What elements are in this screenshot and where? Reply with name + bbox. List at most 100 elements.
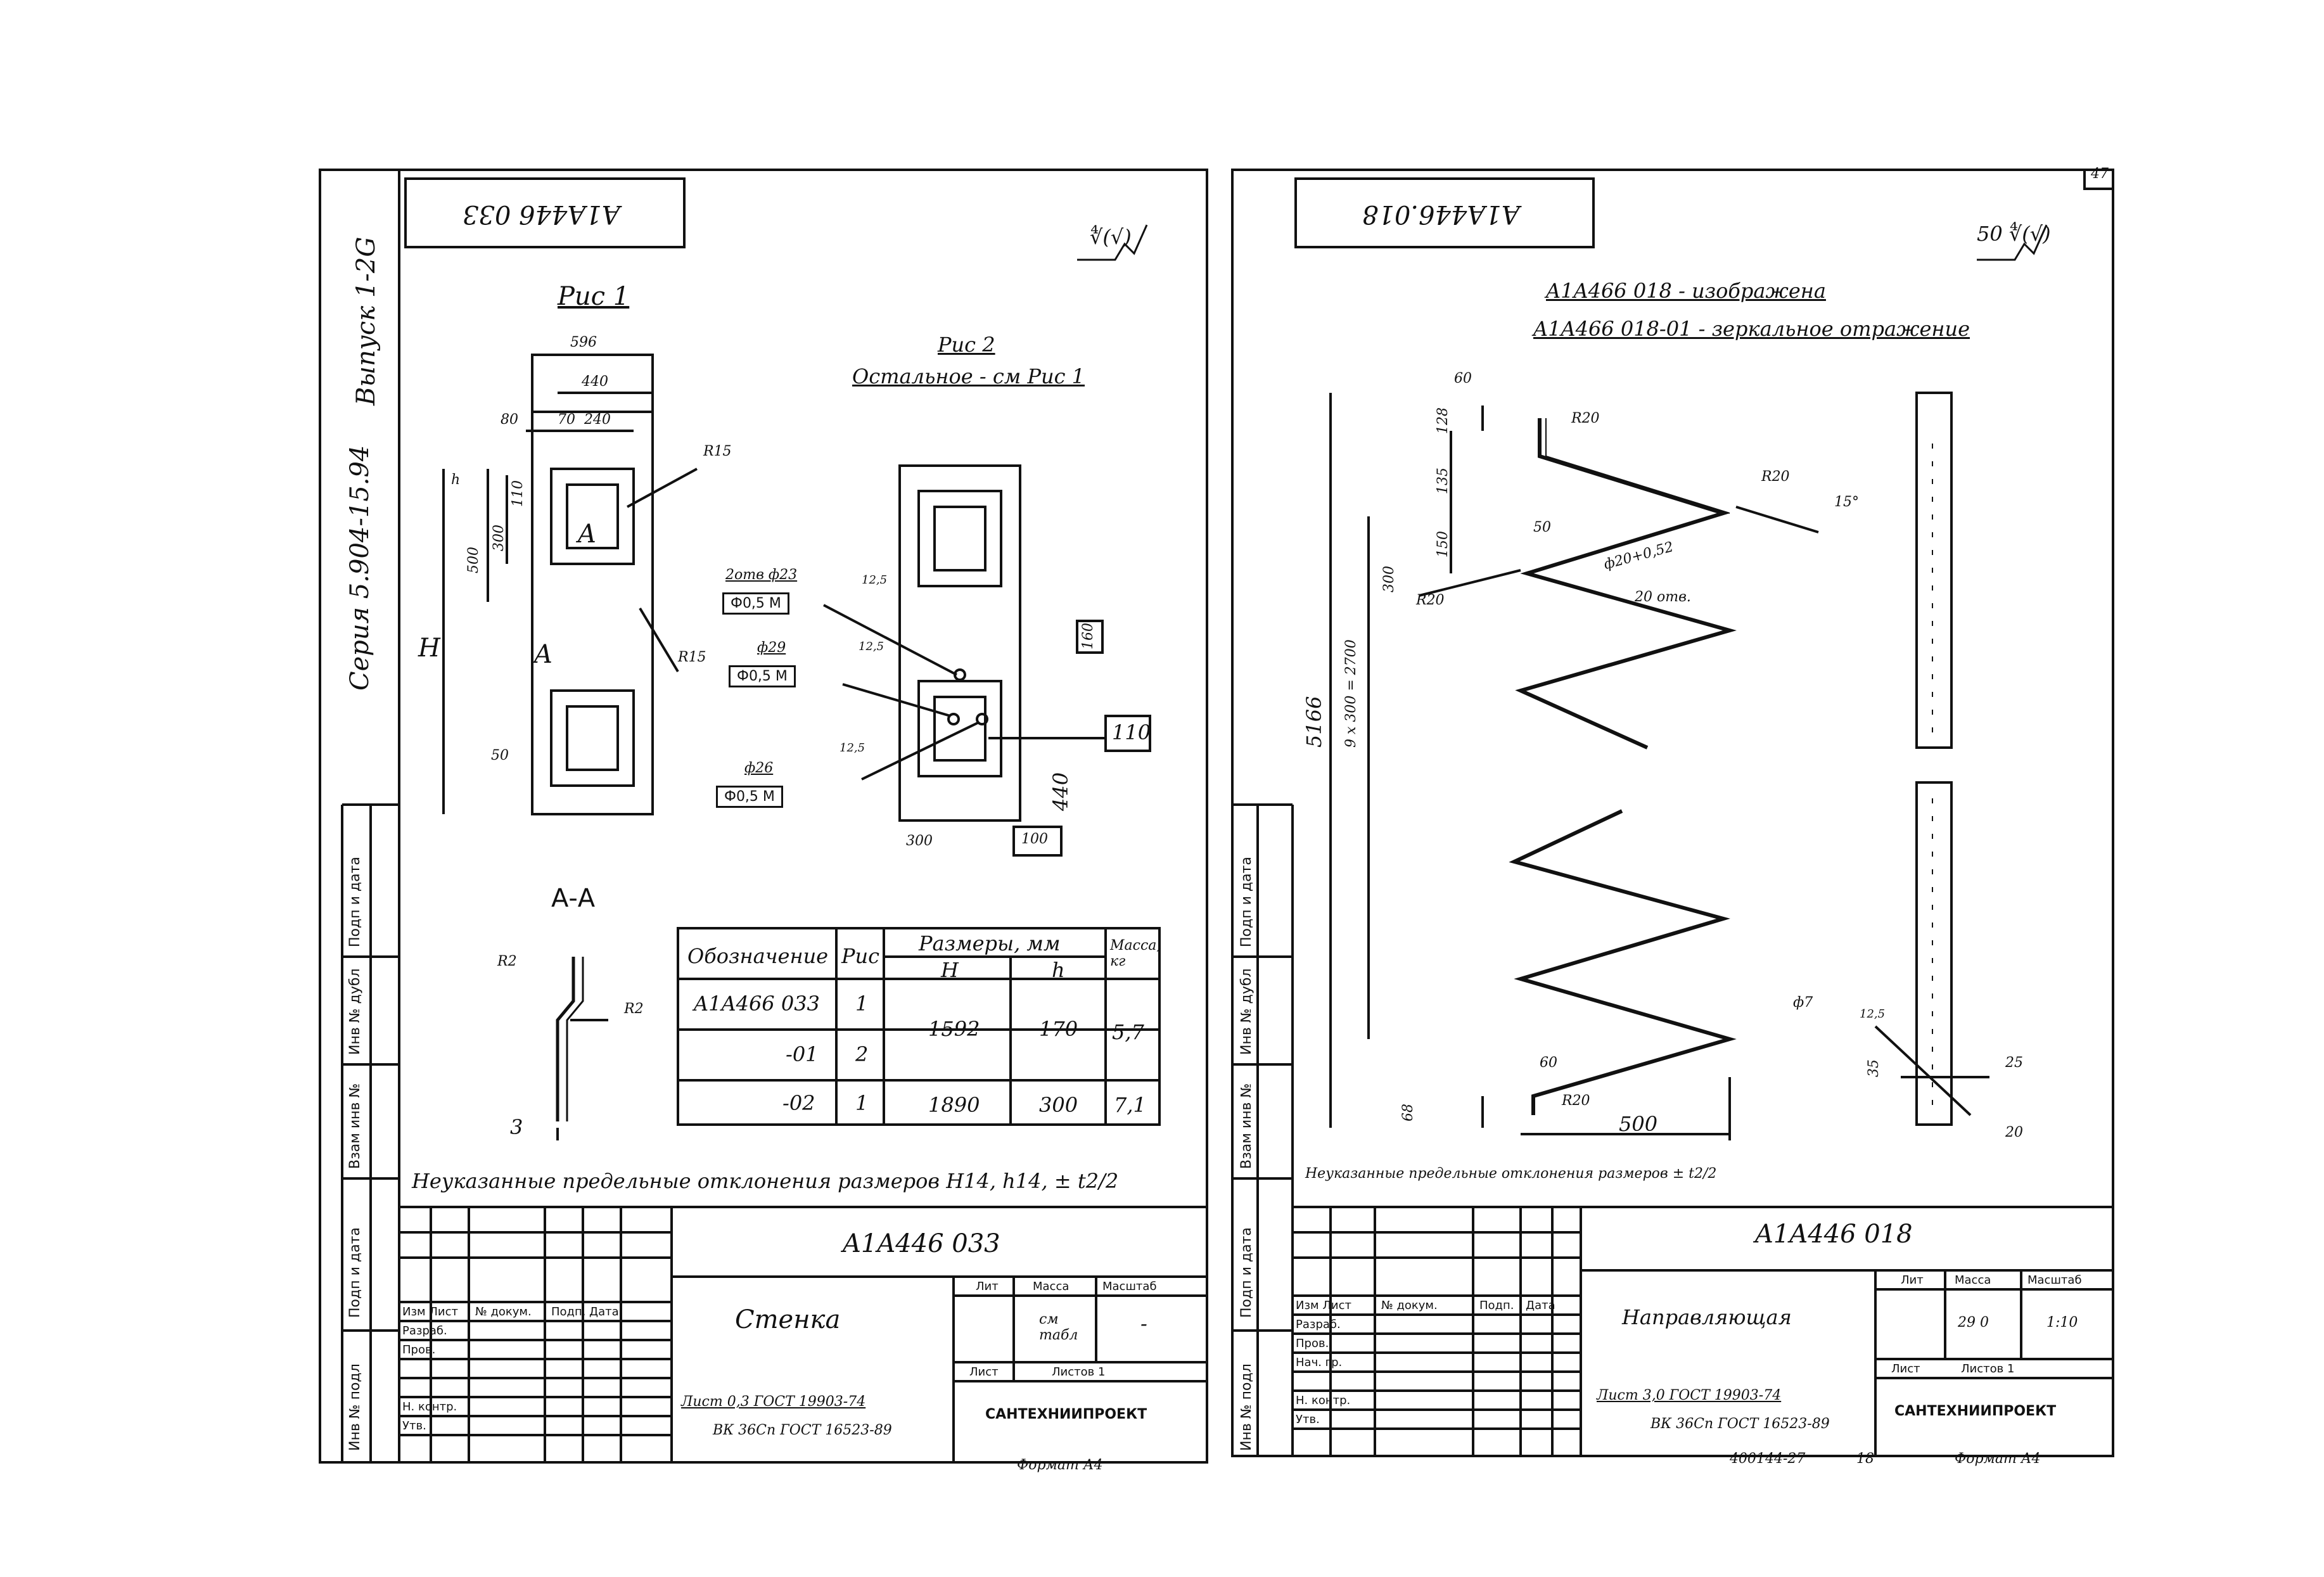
r-dim-15deg: 15° (1834, 494, 1859, 510)
right-tb-lit: Лит (1901, 1274, 1924, 1287)
left-tb-row-4: Н. контр. (402, 1400, 457, 1414)
dim-80: 80 (501, 412, 518, 428)
right-tb-bottom-num: 18 (1856, 1451, 1874, 1467)
table-sub-H: H (941, 958, 959, 982)
fig2-note: Остальное - см Рис 1 (852, 364, 1085, 388)
r-dim-50: 50 (1533, 520, 1551, 535)
table-row-2-designation: -01 (786, 1042, 819, 1066)
right-tb-row-6: Утв. (1296, 1413, 1320, 1426)
right-tb-col-2: Подп. (1479, 1299, 1514, 1312)
left-tb-scale-val: - (1140, 1312, 1147, 1336)
dim-A-cut: A (534, 640, 552, 669)
dim-r1: 12,5 (862, 573, 888, 587)
right-tb-scale-val: 1:10 (2046, 1315, 2078, 1331)
right-tb-col-1: № докум. (1381, 1299, 1438, 1312)
table-row-3-designation: -02 (782, 1091, 815, 1115)
section-r2b: R2 (624, 1001, 644, 1017)
left-tb-row-5: Утв. (402, 1419, 426, 1433)
right-format: Формат А4 (1955, 1451, 2041, 1467)
right-tb-scale-h: Масштаб (2027, 1274, 2082, 1287)
table-header-mass: Масса, кг (1110, 938, 1161, 969)
left-tb-row-1: Изм Лист (402, 1305, 458, 1318)
r-dim-68: 68 (1400, 1104, 1416, 1121)
left-tolerance-note: Неуказанные предельные отклонения размер… (412, 1169, 1119, 1193)
table-header-dims: Размеры, мм (919, 931, 1061, 955)
left-tb-lit: Лит (976, 1280, 999, 1293)
r-dim-25: 25 (2005, 1055, 2023, 1071)
right-tb-row-4: Нач. гр. (1296, 1356, 1343, 1369)
left-tb-code: A1A446 033 (843, 1229, 1000, 1258)
right-tb-material-1: Лист 3,0 ГОСТ 19903-74 (1597, 1388, 1782, 1403)
section-r2a: R2 (497, 954, 517, 969)
r-dim-5166: 5166 (1302, 696, 1326, 748)
right-side-cell-5: Подп и дата (1239, 857, 1255, 947)
r-dim-r20c: R20 (1416, 592, 1445, 608)
right-page-no: 47 (2091, 166, 2109, 182)
table-header-designation: Обозначение (687, 944, 829, 968)
dim-H: H (418, 634, 440, 663)
right-tb-sheet-h: Лист (1891, 1362, 1920, 1376)
table-row-1-H: 1592 (928, 1017, 980, 1041)
left-roughness: ∜(√) (1090, 225, 1132, 249)
left-tb-sheets-h: Листов 1 (1052, 1365, 1106, 1379)
section-3: 3 (510, 1115, 523, 1139)
left-format: Формат А4 (1017, 1457, 1103, 1473)
right-side-cell-1: Инв № подл (1239, 1363, 1255, 1451)
right-tb-row-3: Пров. (1296, 1337, 1329, 1350)
r-dim-35: 35 (1866, 1059, 1882, 1077)
left-tb-material-2: ВК 36Сп ГОСТ 16523-89 (713, 1422, 892, 1438)
dim-d29: ф29 (757, 640, 786, 656)
right-top-stamp: A1A446.018 (1362, 200, 1520, 229)
tol-frame-2: Ф0,5 М (729, 665, 796, 687)
r-dim-150: 150 (1435, 531, 1451, 558)
tol-frame-1: Ф0,5 М (722, 592, 789, 615)
table-sub-h: h (1052, 958, 1065, 982)
table-row-3-mass: 7,1 (1114, 1093, 1146, 1117)
right-tb-bottom-code: 400144-27 (1730, 1451, 1806, 1467)
left-tb-scale-h: Масштаб (1102, 1280, 1157, 1293)
section-title: А-А (551, 884, 596, 913)
right-tb-org: САНТЕХНИИПРОЕКТ (1894, 1403, 2057, 1419)
right-tb-sheets-h: Листов 1 (1961, 1362, 2015, 1376)
table-row-3-fig: 1 (855, 1091, 869, 1115)
left-tb-name: Стенка (735, 1305, 841, 1334)
left-tb-mass-val: см табл (1039, 1312, 1078, 1343)
r-dim-128: 128 (1435, 407, 1451, 434)
dim-d26: ф26 (744, 760, 774, 776)
dim-r15a: R15 (703, 444, 732, 459)
table-row-2-fig: 2 (855, 1042, 869, 1066)
left-tb-material-1: Лист 0,3 ГОСТ 19903-74 (681, 1394, 866, 1410)
fig1-title: Рис 1 (558, 282, 630, 311)
r-dim-500: 500 (1619, 1112, 1658, 1136)
dim-50: 50 (491, 748, 509, 763)
r-dim-60b: 60 (1540, 1055, 1557, 1071)
r-dim-60a: 60 (1454, 371, 1472, 386)
right-tb-row-5: Н. контр. (1296, 1394, 1351, 1407)
left-tb-mass-h: Масса (1033, 1280, 1069, 1293)
r-dim-r20d: R20 (1562, 1093, 1590, 1109)
dim-440: 440 (582, 374, 608, 390)
left-tb-row-3: Пров. (402, 1343, 436, 1357)
right-side-cell-3: Взам инв № (1239, 1083, 1255, 1169)
right-tb-material-2: ВК 36Сп ГОСТ 16523-89 (1650, 1416, 1830, 1432)
r-dim-2700: 9 x 300 = 2700 (1343, 639, 1359, 748)
dim-110b: 110 (1112, 720, 1151, 744)
r-dim-20b: 20 (2005, 1125, 2023, 1140)
dim-70: 70 (558, 412, 575, 428)
dim-r3: 12,5 (840, 741, 865, 755)
tol-frame-3: Ф0,5 М (716, 786, 783, 808)
table-row-1-designation: A1A466 033 (694, 992, 820, 1016)
r-dim-d7: ф7 (1793, 995, 1813, 1011)
table-row-1-mass: 5,7 (1112, 1020, 1144, 1044)
left-tb-sheet-h: Лист (969, 1365, 999, 1379)
right-tolerance-note: Неуказанные предельные отклонения размер… (1305, 1166, 1717, 1182)
holes-label: 2отв ф23 (725, 567, 798, 583)
right-tb-name: Направляющая (1622, 1305, 1792, 1329)
right-title-line-2: A1A466 018-01 - зеркальное отражение (1533, 317, 1970, 341)
left-tb-row-2: Разраб. (402, 1324, 447, 1338)
dim-300b: 300 (906, 833, 933, 849)
dim-r15b: R15 (678, 649, 706, 665)
right-tb-mass-h: Масса (1955, 1274, 1991, 1287)
